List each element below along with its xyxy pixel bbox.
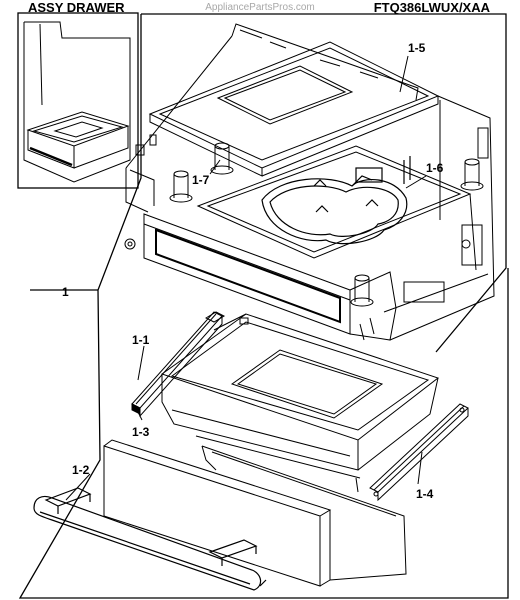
model-number: FTQ386LWUX/XAA (373, 0, 490, 15)
callout-leveling-foot: 1-7 (192, 173, 210, 187)
callout-drawer-housing: 1-5 (408, 41, 426, 55)
callout-rail-left: 1-1 (132, 333, 150, 347)
callout-assembly: 1 (62, 285, 69, 299)
callout-rail-stop: 1-3 (132, 425, 150, 439)
inset-thumbnail (17, 12, 139, 189)
callout-rail-right: 1-4 (416, 487, 434, 501)
callout-labels: 1-5 1-6 1-7 1 1-1 1-3 1-2 1-4 (62, 41, 444, 501)
leveling-foot (350, 274, 374, 307)
rail-left (131, 311, 223, 418)
leveling-foot (460, 158, 484, 191)
leveling-foot (169, 170, 193, 203)
section-title: ASSY DRAWER (28, 0, 125, 15)
callout-heating-element: 1-6 (426, 161, 444, 175)
leader-lines (65, 55, 427, 501)
assembly-bracket (18, 13, 509, 599)
callout-handle: 1-2 (72, 463, 90, 477)
rail-right (369, 403, 469, 502)
heating-element (261, 156, 411, 245)
leveling-foot (210, 142, 234, 175)
drawer-front-panel (103, 439, 407, 587)
drawer-pan (160, 311, 440, 493)
drawer-housing (124, 23, 495, 341)
watermark: AppliancePartsPros.com (205, 2, 315, 13)
handle (33, 487, 267, 591)
leveling-feet (169, 142, 484, 307)
